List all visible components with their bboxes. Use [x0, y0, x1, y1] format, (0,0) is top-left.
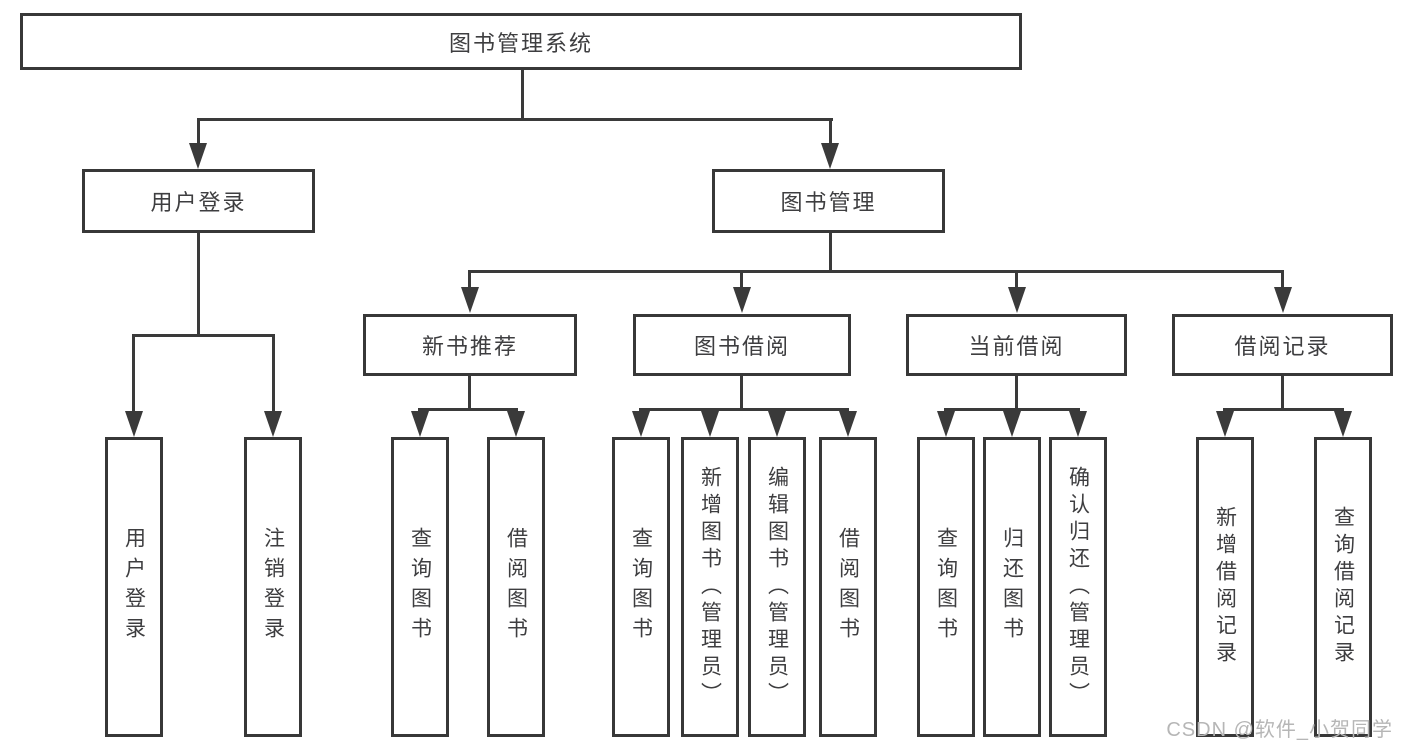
node-leaf-query-books-recommend: 查询图书 [391, 437, 449, 737]
edge-arrowhead-icon [189, 143, 207, 169]
node-label: 新增借阅记录 [1213, 506, 1237, 668]
node-leaf-return-books: 归还图书 [983, 437, 1041, 737]
edge-line [272, 334, 275, 412]
node-label: 查询借阅记录 [1331, 506, 1355, 668]
node-label: 注销登录 [261, 527, 285, 647]
edge-arrowhead-icon [264, 411, 282, 437]
node-leaf-query-borrow-record: 查询借阅记录 [1314, 437, 1372, 737]
node-label: 用户登录 [150, 190, 247, 215]
node-leaf-add-borrow-record: 新增借阅记录 [1196, 437, 1254, 737]
node-leaf-add-books-admin: 新增图书（管理员） [681, 437, 739, 737]
csdn-watermark: CSDN @软件_小贺同学 [1166, 719, 1393, 741]
edge-line [468, 376, 471, 411]
edge-line [1223, 408, 1344, 411]
node-current-borrowing: 当前借阅 [906, 314, 1127, 376]
edge-line [197, 233, 200, 335]
edge-line [132, 334, 135, 412]
edge-line [740, 270, 743, 288]
node-new-book-recommend: 新书推荐 [363, 314, 577, 376]
node-label: 确认归还（管理员） [1066, 465, 1090, 709]
edge-line [829, 118, 832, 146]
edge-line [1015, 270, 1018, 288]
node-label: 图书借阅 [693, 334, 790, 359]
node-label: 当前借阅 [968, 334, 1065, 359]
node-label: 归还图书 [1000, 527, 1024, 647]
edge-line [1281, 376, 1284, 411]
edge-line [1015, 376, 1018, 411]
node-label: 编辑图书（管理员） [765, 465, 789, 709]
node-leaf-borrow-books-recommend: 借阅图书 [487, 437, 545, 737]
edge-arrowhead-icon [632, 411, 650, 437]
edge-arrowhead-icon [937, 411, 955, 437]
edge-arrowhead-icon [839, 411, 857, 437]
node-leaf-borrow-books: 借阅图书 [819, 437, 877, 737]
node-label: 查询图书 [408, 527, 432, 647]
edge-arrowhead-icon [768, 411, 786, 437]
node-label: 新书推荐 [421, 334, 518, 359]
edge-arrowhead-icon [461, 287, 479, 313]
edge-arrowhead-icon [1008, 287, 1026, 313]
edge-line [1281, 270, 1284, 288]
edge-arrowhead-icon [1069, 411, 1087, 437]
node-label: 查询图书 [629, 527, 653, 647]
edge-arrowhead-icon [1003, 411, 1021, 437]
edge-line [521, 70, 524, 120]
edge-line [418, 408, 518, 411]
node-book-management-branch: 图书管理 [712, 169, 945, 233]
edge-line [468, 270, 1284, 273]
edge-line [639, 408, 849, 411]
edge-arrowhead-icon [507, 411, 525, 437]
node-label: 图书管理系统 [448, 30, 593, 56]
edge-line [197, 118, 833, 121]
node-leaf-query-books-current: 查询图书 [917, 437, 975, 737]
edge-line [197, 118, 200, 146]
edge-line [829, 233, 832, 272]
edge-arrowhead-icon [1274, 287, 1292, 313]
node-label: 图书管理 [780, 190, 877, 215]
node-leaf-query-books-borrowing: 查询图书 [612, 437, 670, 737]
edge-line [468, 270, 471, 288]
node-label: 借阅记录 [1234, 334, 1331, 359]
edge-line [132, 334, 275, 337]
node-label: 借阅图书 [836, 527, 860, 647]
node-borrow-records: 借阅记录 [1172, 314, 1393, 376]
edge-line [944, 408, 1080, 411]
node-leaf-confirm-return-admin: 确认归还（管理员） [1049, 437, 1107, 737]
node-book-borrowing: 图书借阅 [633, 314, 851, 376]
edge-arrowhead-icon [701, 411, 719, 437]
edge-arrowhead-icon [821, 143, 839, 169]
edge-line [740, 376, 743, 411]
edge-arrowhead-icon [1216, 411, 1234, 437]
node-label: 借阅图书 [504, 527, 528, 647]
node-leaf-user-login: 用户登录 [105, 437, 163, 737]
edge-arrowhead-icon [125, 411, 143, 437]
node-label: 新增图书（管理员） [698, 465, 722, 709]
node-user-login-branch: 用户登录 [82, 169, 315, 233]
node-leaf-logout: 注销登录 [244, 437, 302, 737]
node-label: 查询图书 [934, 527, 958, 647]
node-leaf-edit-books-admin: 编辑图书（管理员） [748, 437, 806, 737]
node-label: 用户登录 [122, 527, 146, 647]
node-library-management-system: 图书管理系统 [20, 13, 1022, 70]
edge-arrowhead-icon [411, 411, 429, 437]
edge-arrowhead-icon [1334, 411, 1352, 437]
edge-arrowhead-icon [733, 287, 751, 313]
